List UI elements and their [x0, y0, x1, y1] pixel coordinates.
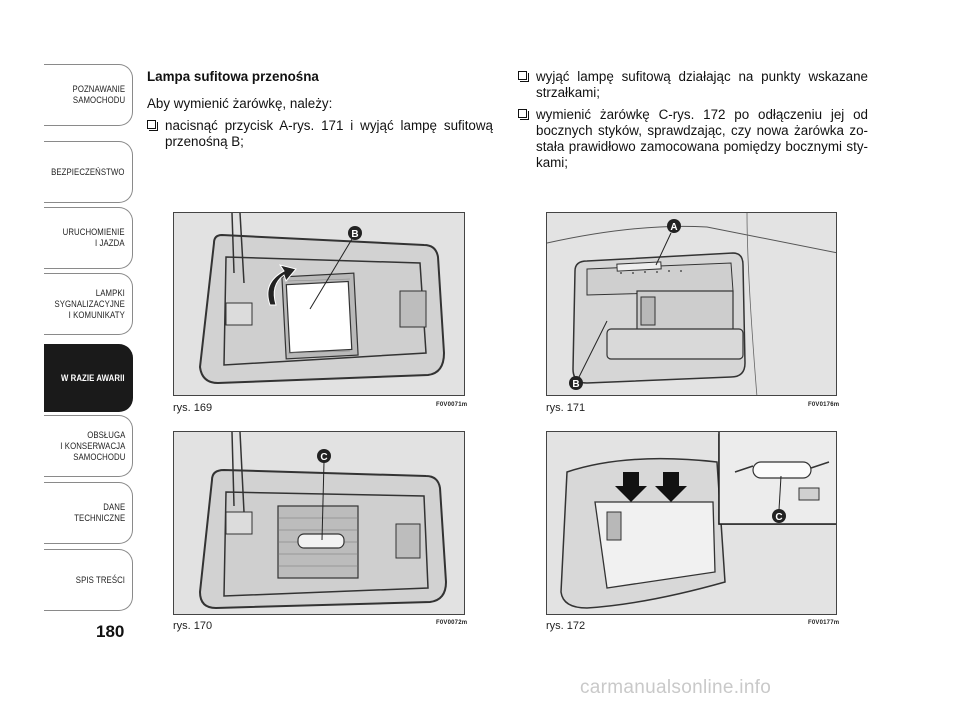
figure-171-caption: rys. 171	[546, 402, 586, 414]
tab-uruchomienie[interactable]: URUCHOMIENIE I JAZDA	[44, 207, 133, 269]
callout-b-label: B	[572, 379, 579, 390]
tab-label: W RAZIE AWARII	[61, 372, 125, 384]
tab-label: OBSŁUGA I KONSERWACJA SAMOCHODU	[59, 429, 125, 463]
tab-spis-tresci[interactable]: SPIS TREŚCI	[44, 549, 133, 611]
figure-172-caption: rys. 172	[546, 620, 586, 632]
bullet-item-1: nacisnąć przycisk A-rys. 171 i wyjąć lam…	[147, 118, 493, 150]
tab-poznawanie-samochodu[interactable]: POZNAWANIE SAMOCHODU	[44, 64, 133, 126]
figure-172: C	[546, 431, 837, 615]
tab-w-razie-awarii[interactable]: W RAZIE AWARII	[44, 344, 133, 412]
bullet-text: wyjąć lampę sufitową działając na punkty…	[536, 69, 868, 100]
bullet-item-3: wymienić żarówkę C-rys. 172 po odłączeni…	[518, 107, 868, 171]
bullet-text: wymienić żarówkę C-rys. 172 po odłączeni…	[536, 107, 868, 170]
bullet-item-2: wyjąć lampę sufitową działając na punkty…	[518, 69, 868, 101]
figure-171-illustration: A B	[547, 213, 836, 395]
callout-b-marker	[348, 226, 362, 240]
bullet-text: nacisnąć przycisk A-rys. 171 i wyjąć lam…	[165, 118, 493, 149]
page-number: 180	[96, 622, 125, 641]
tab-label: URUCHOMIENIE I JAZDA	[62, 227, 125, 249]
figure-170: C	[173, 431, 465, 615]
tab-label: DANE TECHNICZNE	[73, 502, 125, 524]
figure-170-illustration: C	[174, 432, 464, 614]
tab-label: BEZPIECZEŃSTWO	[51, 166, 125, 178]
checkbox-icon	[518, 71, 529, 82]
figure-169-illustration: B	[174, 213, 464, 395]
callout-c-marker	[772, 509, 786, 523]
intro-text: Aby wymienić żarówkę, należy:	[147, 96, 333, 111]
figure-171: A B	[546, 212, 837, 396]
tab-label: LAMPKI SYGNALIZACYJNE I KOMUNIKATY	[54, 287, 125, 321]
figure-172-code: F0V0177m	[808, 620, 840, 626]
callout-b-label: B	[351, 229, 358, 240]
callout-a-label: A	[670, 222, 677, 233]
tab-obsluga[interactable]: OBSŁUGA I KONSERWACJA SAMOCHODU	[44, 415, 133, 477]
section-heading: Lampa sufitowa przenośna	[147, 69, 319, 84]
checkbox-icon	[147, 120, 158, 131]
figure-170-code: F0V0072m	[436, 620, 468, 626]
down-arrow-icon	[655, 472, 687, 502]
callout-a-marker	[667, 219, 681, 233]
figure-172-illustration: C	[547, 432, 836, 614]
figure-169-code: F0V0071m	[436, 402, 468, 408]
callout-c-label: C	[320, 452, 327, 463]
figure-170-caption: rys. 170	[173, 620, 213, 632]
figure-171-code: F0V0176m	[808, 402, 840, 408]
figure-169-caption: rys. 169	[173, 402, 213, 414]
down-arrow-icon	[615, 472, 647, 502]
watermark: carmanualsonline.info	[580, 677, 772, 698]
tab-dane-techniczne[interactable]: DANE TECHNICZNE	[44, 482, 133, 544]
tab-label: SPIS TREŚCI	[75, 574, 125, 586]
tab-bezpieczenstwo[interactable]: BEZPIECZEŃSTWO	[44, 141, 133, 203]
tab-lampki[interactable]: LAMPKI SYGNALIZACYJNE I KOMUNIKATY	[44, 273, 133, 335]
callout-c-label: C	[775, 512, 782, 523]
checkbox-icon	[518, 109, 529, 120]
tab-label: POZNAWANIE SAMOCHODU	[72, 84, 125, 106]
callout-b-marker	[569, 376, 583, 390]
figure-169: B	[173, 212, 465, 396]
callout-c-marker	[317, 449, 331, 463]
